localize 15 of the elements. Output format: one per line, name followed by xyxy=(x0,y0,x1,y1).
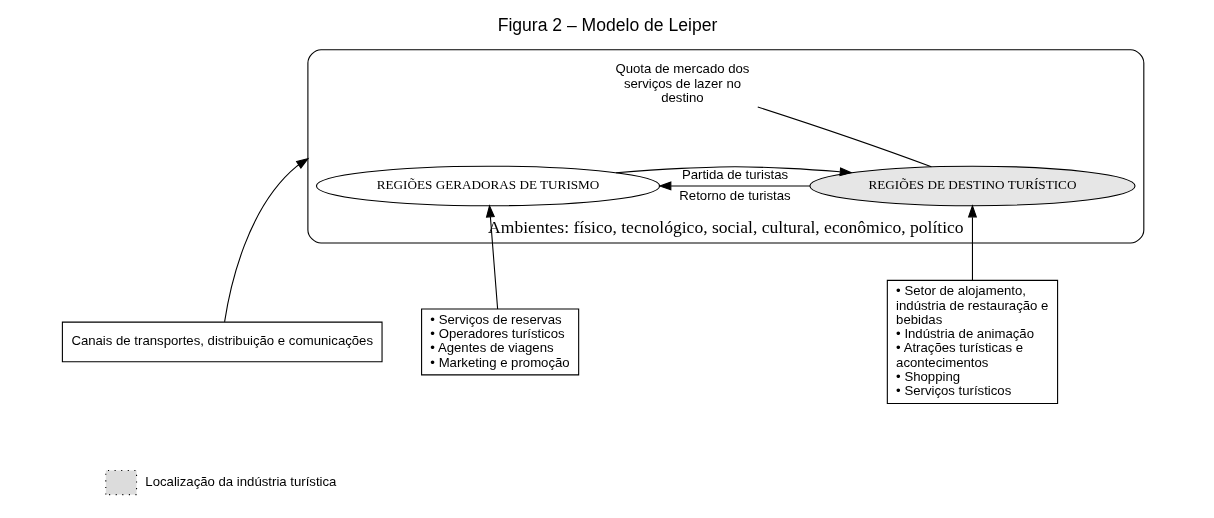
arrow xyxy=(223,157,309,323)
node-text: Quota de mercado dos serviços de lazer no destino xyxy=(614,61,749,106)
legend-label: Localização da indústria turística xyxy=(144,473,336,489)
arrow xyxy=(657,181,810,191)
node-ellipse: REGIÕES GERADORAS DE TURISMO xyxy=(315,165,660,207)
arrow xyxy=(615,166,853,177)
node-box: • Serviços de reservas • Operadores turísticos • Agentes de viagens • Marketing e promoção xyxy=(420,308,579,376)
diagram-title: Figura 2 – Modelo de Leiper xyxy=(497,14,717,35)
arrow xyxy=(967,204,977,281)
node-box: • Setor de alojamento, indústria de restauração e bebidas • Indústria de animação • Atrações turísticas e acontecimentos • Shopping • Serviços turísticos xyxy=(886,279,1058,404)
node-box: Canais de transportes, distribuição e comunicações xyxy=(61,321,383,363)
connector xyxy=(756,106,932,168)
edge-label: Partida de turistas xyxy=(681,166,788,182)
edge-label: Retorno de turistas xyxy=(678,187,791,203)
arrow xyxy=(485,204,498,310)
